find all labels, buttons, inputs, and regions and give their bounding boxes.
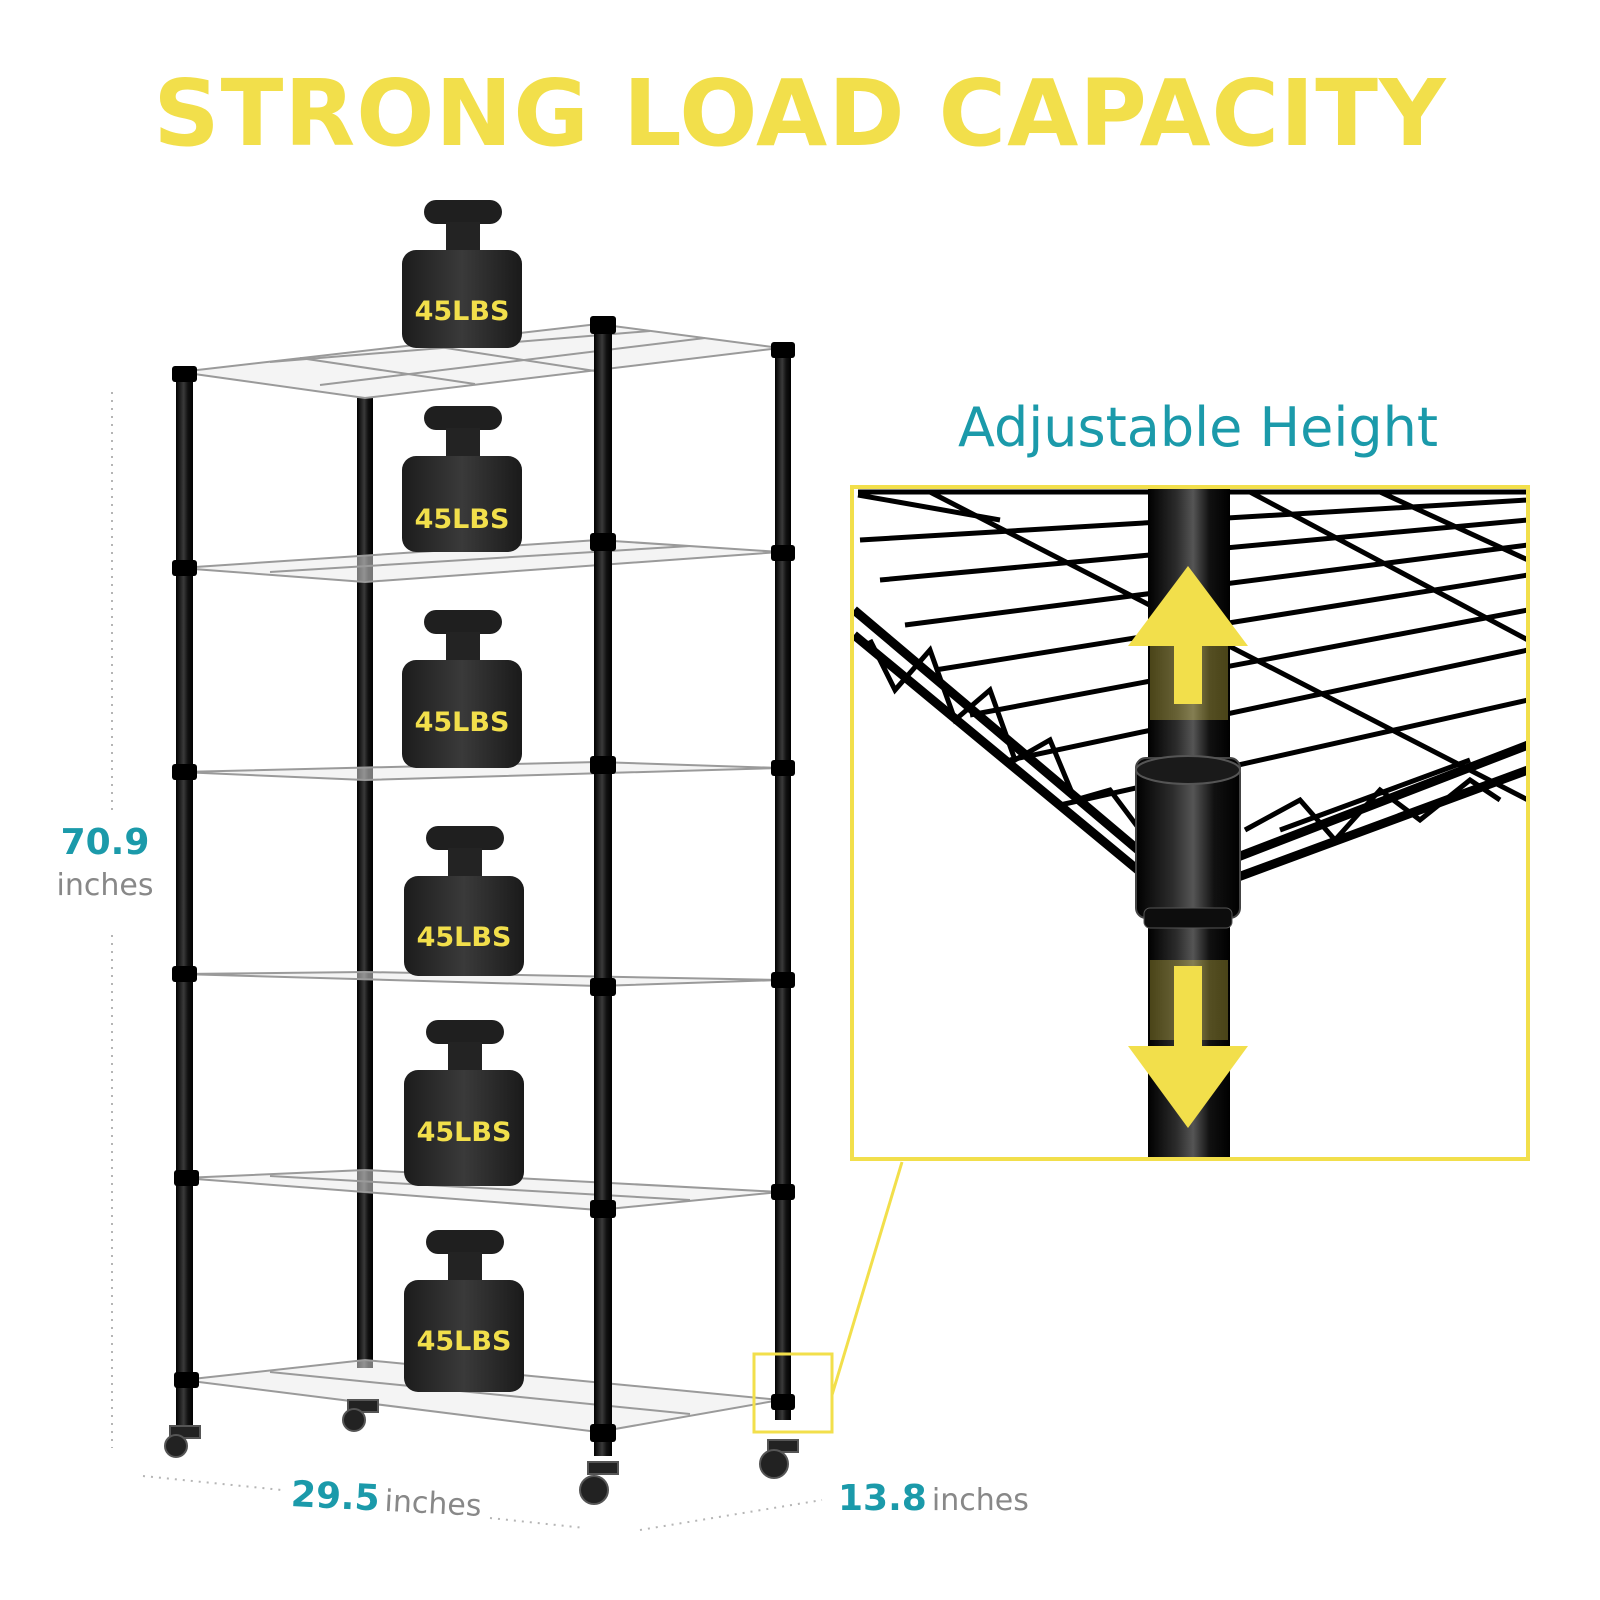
weight-1: 45LBS [402,200,522,348]
width-dimension-line-left [142,1475,283,1491]
up-down-arrow-icon [1128,566,1248,1128]
front-right-pole [594,316,612,1456]
rear-left-pole [357,398,373,1368]
weight-label: 45LBS [417,1326,512,1357]
rear-right-pole [775,345,791,1420]
depth-value: 13.8 [838,1478,927,1519]
weight-2: 45LBS [402,406,522,552]
detail-shelf-frame [852,606,1528,885]
width-dimension-line-right [489,1517,586,1529]
detail-panel [850,485,1530,1161]
height-value: 70.9 [60,822,150,863]
depth-dimension-line [639,1499,823,1531]
weight-5: 45LBS [404,1020,524,1186]
caster-wheels [164,1399,799,1505]
weight-label: 45LBS [415,707,510,738]
height-unit: inches [56,868,154,903]
detail-title: Adjustable Height [958,396,1439,459]
weight-label: 45LBS [415,504,510,535]
front-left-pole [176,366,193,1428]
depth-unit: inches [931,1483,1029,1518]
headline: STRONG LOAD CAPACITY [153,60,1447,167]
weight-4: 45LBS [404,826,524,976]
pole-connectors [172,316,795,1442]
weight-6: 45LBS [404,1230,524,1392]
weight-label: 45LBS [417,1117,512,1148]
depth-label: 13.8 inches [838,1478,1029,1519]
weight-label: 45LBS [417,922,512,953]
weight-label: 45LBS [415,296,510,327]
callout-connector-line [830,1161,904,1396]
callout-highlight-box [752,1352,834,1434]
weight-3: 45LBS [402,610,522,768]
